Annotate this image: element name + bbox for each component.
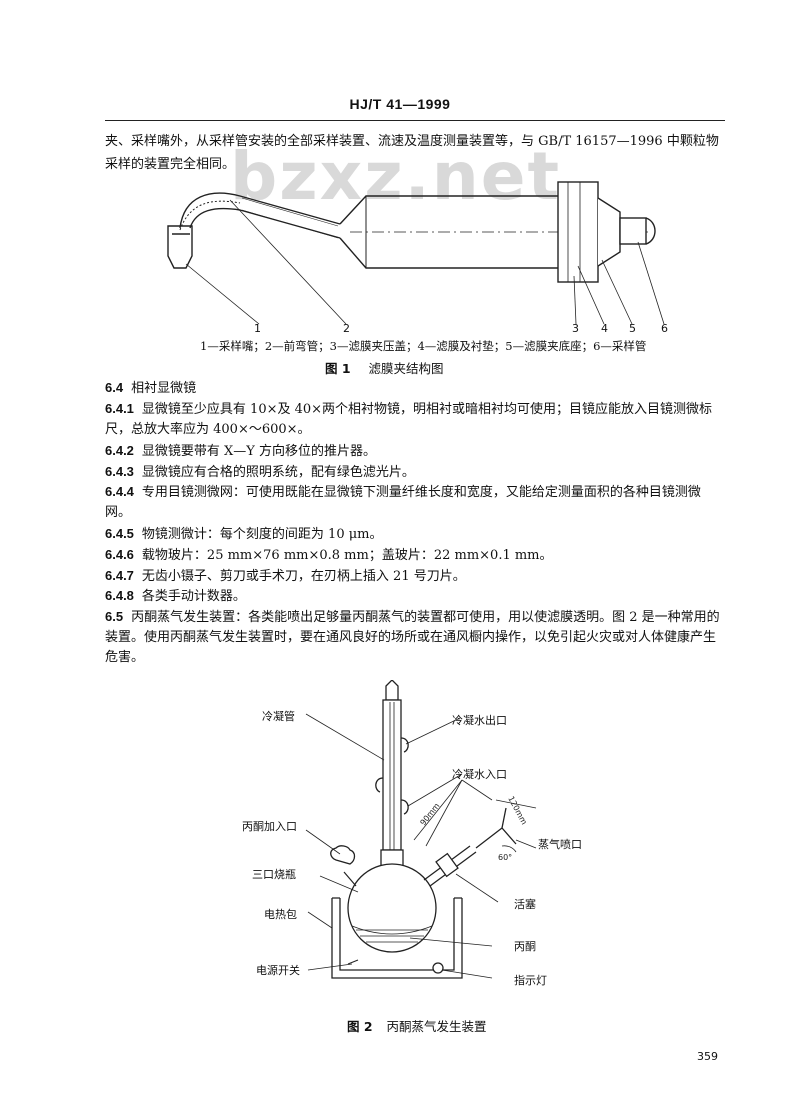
section-text: 载物玻片：25 mm×76 mm×0.8 mm；盖玻片：22 mm×0.1 mm… (141, 548, 553, 563)
section-6-4-3: 6.4.3 显微镜应有合格的照明系统，配有绿色滤光片。 (105, 462, 415, 483)
section-number: 6.4.2 (105, 443, 134, 458)
section-6-4-6: 6.4.6 载物玻片：25 mm×76 mm×0.8 mm；盖玻片：22 mm×0… (105, 545, 553, 566)
section-text: 显微镜至少应具有 10×及 40×两个相衬物镜，明相衬或暗相衬均可使用；目镜应能… (105, 402, 713, 437)
section-6-4-7: 6.4.7 无齿小镊子、剪刀或手术刀，在刃柄上插入 21 号刀片。 (105, 566, 466, 587)
doc-code-header: HJ/T 41—1999 (349, 96, 451, 112)
label-flask: 三口烧瓶 (252, 868, 296, 881)
section-number: 6.4 (105, 380, 124, 395)
fig1-number-6: 6 (661, 322, 668, 335)
dim-120mm: 120mm (506, 795, 529, 827)
figure1-drawing (167, 181, 665, 325)
fig1-caption-title: 滤膜夹结构图 (368, 361, 444, 376)
section-6-4-5: 6.4.5 物镜测微计：每个刻度的间距为 10 μm。 (105, 524, 383, 545)
fig1-caption: 图 1 滤膜夹结构图 (325, 358, 444, 377)
fig2-caption-title: 丙酮蒸气发生装置 (386, 1019, 487, 1034)
label-acetone-inlet: 丙酮加入口 (242, 820, 297, 833)
section-6-4-8: 6.4.8 各类手动计数器。 (105, 586, 246, 607)
section-text: 丙酮蒸气发生装置：各类能喷出足够量丙酮蒸气的装置都可使用，用以使滤膜透明。图 2… (105, 610, 720, 665)
sampling-pipe-shape (619, 217, 647, 245)
label-vapor-outlet: 蒸气喷口 (538, 838, 582, 851)
watermark: bzxz.net (230, 138, 562, 215)
label-stopcock: 活塞 (514, 898, 536, 911)
fig1-number-2: 2 (343, 322, 350, 335)
section-number: 6.5 (105, 609, 124, 624)
section-6-4: 6.4 相衬显微镜 (105, 378, 196, 399)
page-number: 359 (697, 1050, 718, 1063)
dim-angle: 60° (498, 853, 512, 862)
bent-tube-lower (189, 207, 341, 239)
figure2-drawing: 90mm 120mm 60° (305, 680, 537, 979)
section-number: 6.4.8 (105, 588, 134, 603)
fig1-number-3: 3 (572, 322, 579, 335)
section-text: 专用目镜测微网：可使用既能在显微镜下测量纤维长度和宽度，又能给定测量面积的各种目… (105, 485, 701, 520)
section-6-4-2: 6.4.2 显微镜要带有 X—Y 方向移位的推片器。 (105, 441, 376, 462)
label-water-inlet: 冷凝水入口 (452, 768, 507, 781)
section-text: 显微镜应有合格的照明系统，配有绿色滤光片。 (141, 465, 415, 480)
condenser-shape (382, 699, 402, 851)
fig2-caption-num: 图 2 (347, 1019, 373, 1034)
label-indicator-lamp: 指示灯 (514, 974, 547, 987)
sampling-nozzle-shape (167, 225, 193, 269)
fig1-number-1: 1 (254, 322, 261, 335)
label-heater: 电热包 (264, 908, 297, 921)
section-number: 6.4.1 (105, 401, 134, 416)
filter-cap-shape (557, 181, 599, 283)
section-number: 6.4.7 (105, 568, 134, 583)
section-text: 显微镜要带有 X—Y 方向移位的推片器。 (141, 444, 377, 459)
section-text: 各类手动计数器。 (141, 589, 246, 604)
label-acetone: 丙酮 (514, 940, 536, 953)
flask-shape (347, 863, 437, 953)
fig1-caption-num: 图 1 (325, 361, 351, 376)
label-condenser: 冷凝管 (262, 710, 295, 723)
section-text: 物镜测微计：每个刻度的间距为 10 μm。 (141, 527, 383, 542)
bent-tube-upper (179, 192, 341, 229)
section-number: 6.4.4 (105, 484, 134, 499)
label-water-outlet: 冷凝水出口 (452, 714, 507, 727)
fig1-legend: 1—采样嘴；2—前弯管；3—滤膜夹压盖；4—滤膜及衬垫；5—滤膜夹底座；6—采样… (200, 339, 647, 353)
section-number: 6.4.3 (105, 464, 134, 479)
fig1-number-4: 4 (601, 322, 608, 335)
section-number: 6.4.5 (105, 526, 134, 541)
section-text: 相衬显微镜 (131, 381, 197, 396)
intro-paragraph: 夹、采样嘴外，从采样管安装的全部采样装置、流速及温度测量装置等，与 GB/T 1… (105, 134, 719, 172)
section-text: 无齿小镊子、剪刀或手术刀，在刃柄上插入 21 号刀片。 (141, 569, 466, 584)
label-power-switch: 电源开关 (256, 964, 300, 977)
section-number: 6.4.6 (105, 547, 134, 562)
fig2-caption: 图 2 丙酮蒸气发生装置 (347, 1016, 487, 1035)
header-rule (105, 120, 725, 121)
fig1-number-5: 5 (629, 322, 636, 335)
